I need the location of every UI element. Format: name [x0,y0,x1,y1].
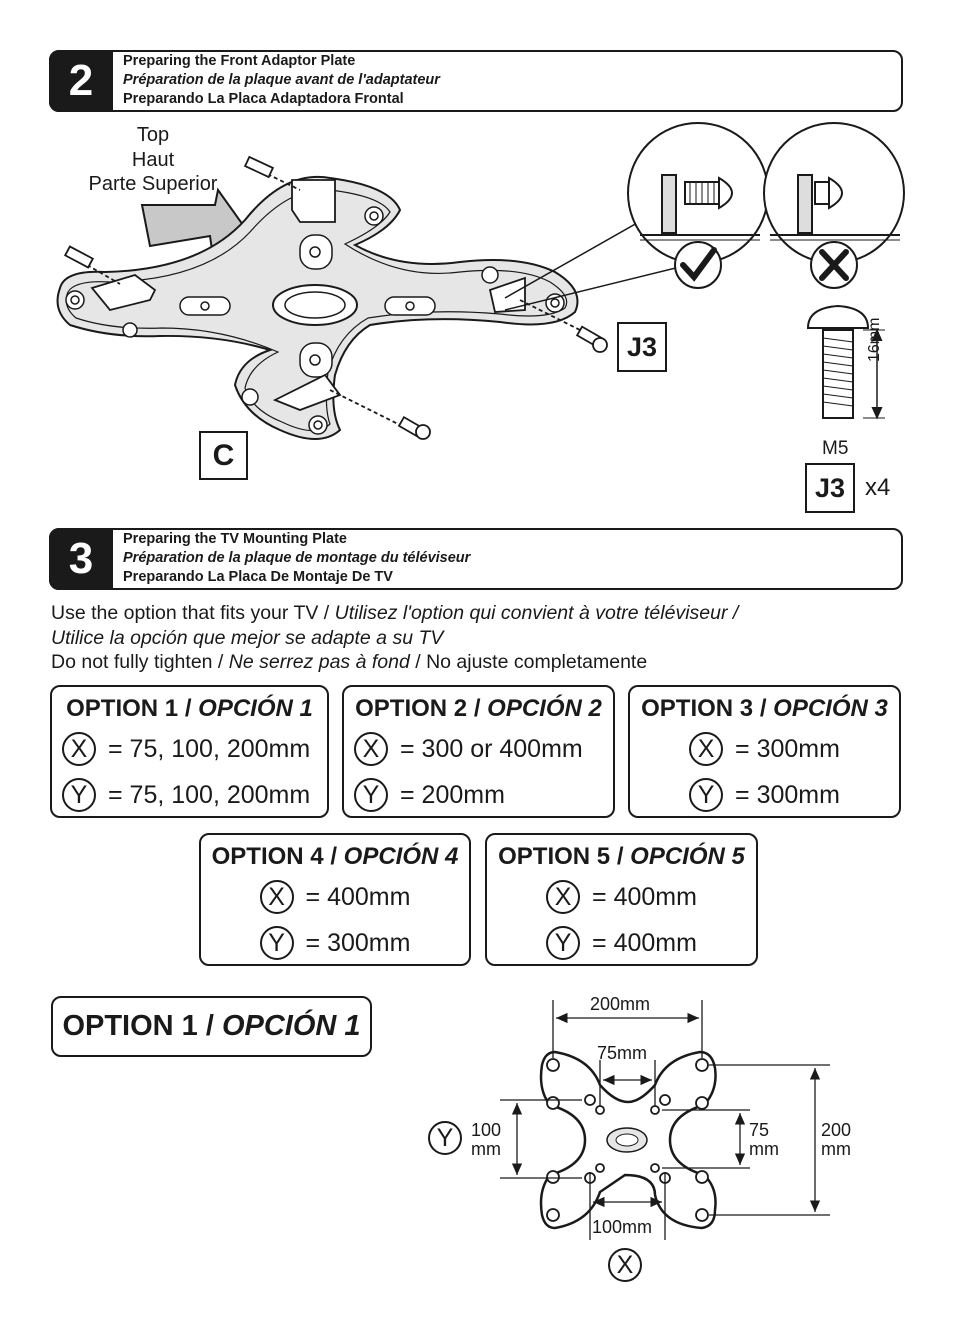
option-4-box: OPTION 4 / OPCIÓN 4 X= 400mm Y= 300mm [199,833,471,966]
check-icon [674,241,722,289]
x-axis-icon: X [689,732,724,766]
dim-top-75: 75mm [597,1043,648,1063]
y-axis-icon: Y [428,1121,462,1155]
y-axis-icon: Y [62,778,96,812]
intro-text: Use the option that fits your TV / Utili… [51,601,738,675]
x-axis-icon: X [62,732,96,766]
intro-line-3: Do not fully tighten / Ne serrez pas à f… [51,651,648,673]
option-2-title: OPTION 2 / OPCIÓN 2 [355,695,602,722]
option-2-box: OPTION 2 / OPCIÓN 2 X= 300 or 400mm Y= 2… [342,685,615,818]
y-axis-icon: Y [546,926,581,960]
dim-bottom-100: 100mm [592,1217,653,1237]
option-1-detail-title: OPTION 1 / OPCIÓN 1 [62,1010,361,1042]
intro-line-1: Use the option that fits your TV / Utili… [51,602,739,624]
option-5-x-row: X= 400mm [487,880,756,914]
option-4-y-row: Y= 300mm [201,926,469,960]
plate-logo-icon [606,1127,648,1153]
intro-line-2: Utilice la opción que mejor se adapte a … [51,626,444,649]
step2-number: 2 [49,50,113,112]
y-axis-icon: Y [689,778,724,812]
y-axis-icon: Y [259,926,294,960]
option-2-y-row: Y= 200mm [344,778,613,812]
orientation-label: Top Haut Parte Superior [78,123,228,197]
option-5-y-row: Y= 400mm [487,926,756,960]
step3-titles: Preparing the TV Mounting Plate Préparat… [123,530,470,587]
option-4-x-row: X= 400mm [201,880,469,914]
option-3-x-row: X= 300mm [630,732,899,766]
option-2-x-row: X= 300 or 400mm [344,732,613,766]
step3-header: 3 Preparing the TV Mounting Plate Prépar… [49,528,903,590]
option-3-box: OPTION 3 / OPCIÓN 3 X= 300mm Y= 300mm [628,685,901,818]
x-axis-icon: X [259,880,294,914]
m5-screw-icon [806,304,885,420]
step2-header: 2 Preparing the Front Adaptor Plate Prép… [49,50,903,112]
screw-size-label: M5 [822,438,849,459]
orientation-fr: Haut [131,148,175,171]
x-axis-icon: X [546,880,581,914]
dim-top-200: 200mm [590,994,651,1014]
option-4-title: OPTION 4 / OPCIÓN 4 [211,843,459,870]
option-1-box: OPTION 1 / OPCIÓN 1 X= 75, 100, 200mm Y=… [50,685,329,818]
step2-title-fr: Préparation de la plaque avant de l'adap… [123,72,440,88]
cross-icon [810,241,858,289]
correct-example [627,122,769,264]
step3-number: 3 [49,528,113,590]
j3-callout-label: J3 [617,322,667,372]
orientation-en: Top [136,124,170,146]
option-1-detail-title-box: OPTION 1 / OPCIÓN 1 [51,996,372,1057]
option-5-title: OPTION 5 / OPCIÓN 5 [498,843,745,870]
x-axis-icon: X [354,732,388,766]
y-axis-icon: Y [354,778,388,812]
x-axis-icon: X [608,1248,642,1282]
orientation-es: Parte Superior [88,173,218,195]
front-adaptor-plate-illustration [56,122,905,440]
step3-title-fr: Préparation de la plaque de montage du t… [123,550,471,566]
option-3-title: OPTION 3 / OPCIÓN 3 [641,695,888,722]
option-1-x-row: X= 75, 100, 200mm [52,732,327,766]
step3-title-es: Preparando La Placa De Montaje De TV [123,569,393,585]
step2-title-es: Preparando La Placa Adaptadora Frontal [123,91,404,107]
part-c-label: C [199,431,248,480]
step2-title-en: Preparing the Front Adaptor Plate [123,53,356,69]
step2-titles: Preparing the Front Adaptor Plate Prépar… [123,52,440,109]
option-1-title: OPTION 1 / OPCIÓN 1 [66,695,313,722]
option-1-y-row: Y= 75, 100, 200mm [52,778,327,812]
option-3-y-row: Y= 300mm [630,778,899,812]
hardware-quantity: x4 [865,474,891,501]
j3-hardware-label: J3 [805,463,855,513]
option-5-box: OPTION 5 / OPCIÓN 5 X= 400mm Y= 400mm [485,833,758,966]
step3-title-en: Preparing the TV Mounting Plate [123,531,347,547]
